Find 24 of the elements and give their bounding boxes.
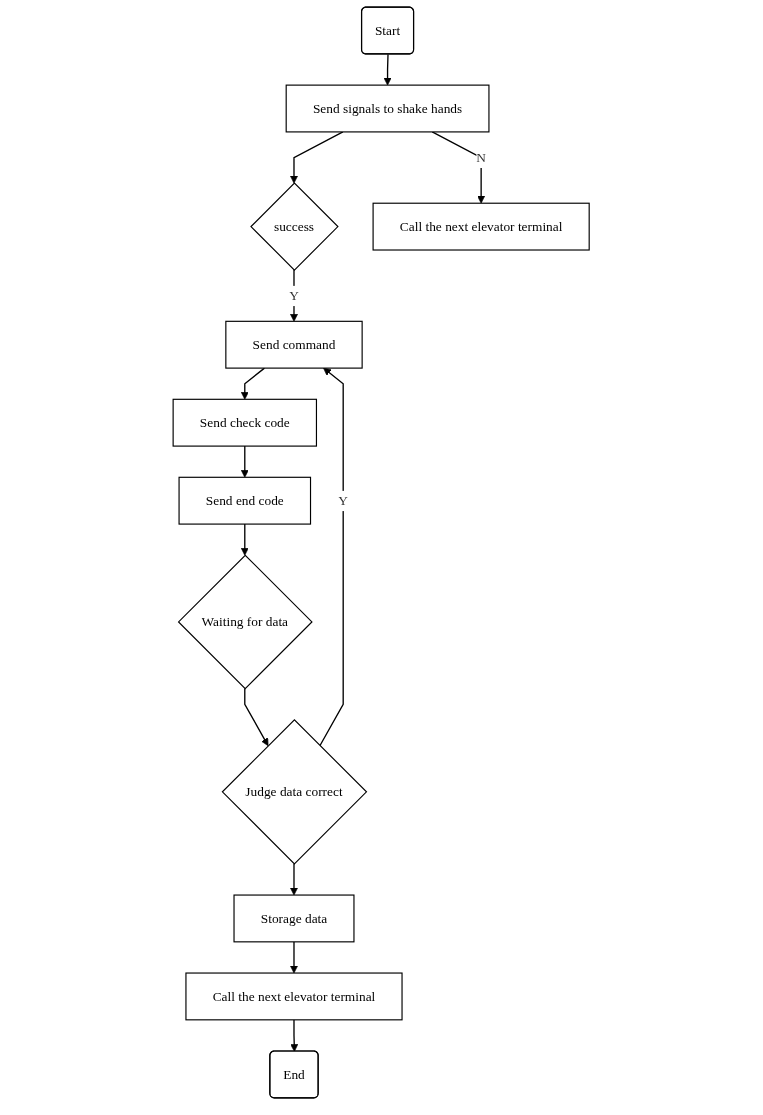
arrow	[290, 131, 344, 184]
node-diamond: Judge data correct	[221, 719, 368, 865]
node-box: Storage data	[233, 894, 355, 943]
node-box: Send end code	[178, 476, 312, 525]
arrow	[431, 131, 486, 204]
node-box: Send check code	[172, 398, 318, 447]
arrow	[319, 367, 345, 747]
node-box: Send signals to shake hands	[285, 84, 490, 133]
edge-label: Y	[289, 288, 300, 303]
node-box: Call the next elevator terminal	[185, 972, 403, 1021]
arrow	[290, 1019, 299, 1052]
arrow	[241, 367, 266, 400]
node-box: Call the next elevator terminal	[372, 202, 591, 251]
arrow	[244, 687, 269, 747]
edge-label: N	[476, 150, 487, 165]
node-box: Send command	[225, 320, 364, 369]
arrow	[290, 863, 299, 896]
edge-label: Y	[338, 493, 349, 508]
arrow	[290, 941, 299, 974]
arrow	[384, 53, 392, 86]
node-diamond: success	[250, 182, 340, 271]
node-diamond: Waiting for data	[178, 554, 314, 690]
arrow	[241, 445, 250, 478]
arrow	[241, 523, 250, 556]
